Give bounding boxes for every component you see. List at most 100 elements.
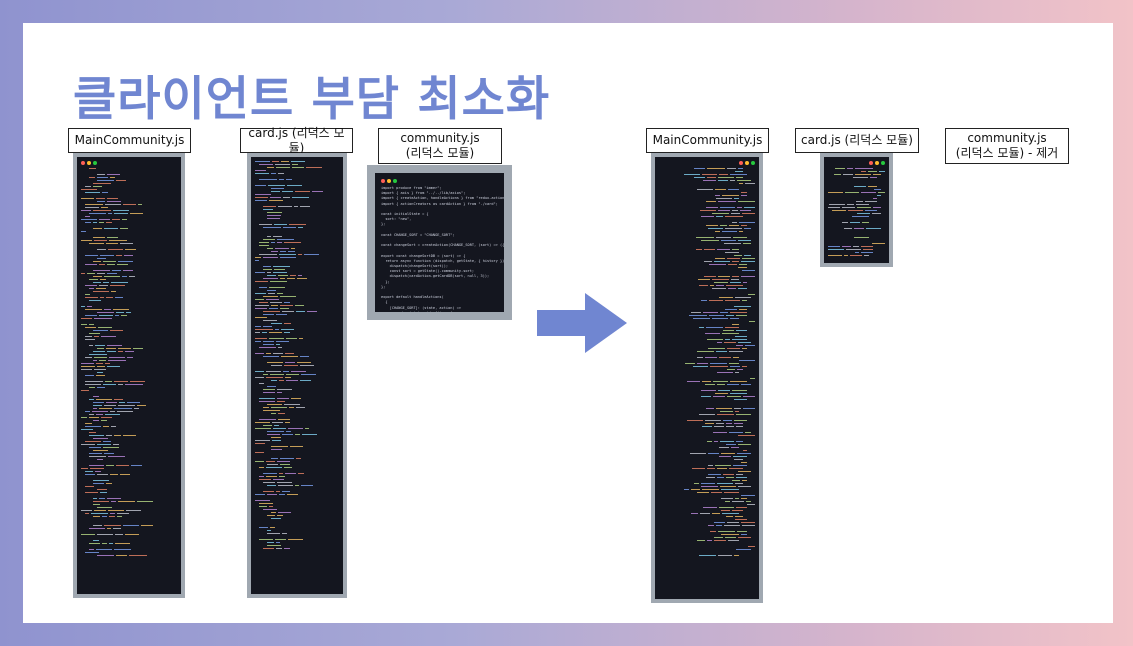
code-line [81, 543, 177, 544]
code-line [255, 509, 339, 510]
code-line [81, 552, 177, 553]
code-line [255, 230, 339, 231]
code-line [81, 438, 177, 439]
code-line [659, 312, 755, 313]
code-line [828, 180, 885, 181]
code-line [828, 252, 885, 253]
code-line [81, 252, 177, 253]
code-line [659, 171, 755, 172]
code-line [255, 353, 339, 354]
code-line [659, 234, 755, 235]
code-line [255, 497, 339, 498]
code-line [81, 243, 177, 244]
code-line [255, 341, 339, 342]
window-controls-icon [828, 161, 885, 165]
code-line [659, 492, 755, 493]
label-line: (리덕스 모듈) [405, 146, 475, 160]
code-line [81, 279, 177, 280]
code-line [659, 516, 755, 517]
code-line [255, 533, 339, 534]
code-line [255, 275, 339, 276]
code-line [81, 207, 177, 208]
code-line [81, 240, 177, 241]
code-line [659, 276, 755, 277]
code-line [659, 549, 755, 550]
code-block [655, 157, 759, 599]
code-line [255, 311, 339, 312]
code-line [659, 189, 755, 190]
code-line [659, 282, 755, 283]
code-line [255, 494, 339, 495]
code-line [255, 215, 339, 216]
code-line [659, 453, 755, 454]
code-line [81, 195, 177, 196]
code-line [659, 546, 755, 547]
code-line [659, 315, 755, 316]
code-line [81, 534, 177, 535]
code-line [255, 185, 339, 186]
code-line [81, 489, 177, 490]
code-line [659, 396, 755, 397]
code-line [659, 336, 755, 337]
code-screenshot-card-before [247, 153, 347, 598]
code-line [255, 512, 339, 513]
code-line [659, 450, 755, 451]
code-line [255, 167, 339, 168]
code-line [255, 398, 339, 399]
code-line [255, 266, 339, 267]
code-line [828, 255, 885, 256]
code-line [828, 198, 885, 199]
code-line [659, 387, 755, 388]
code-line [828, 228, 885, 229]
code-line [81, 204, 177, 205]
code-line [659, 168, 755, 169]
code-line [828, 234, 885, 235]
code-line [81, 480, 177, 481]
code-line [659, 318, 755, 319]
code-line [255, 377, 339, 378]
code-line [255, 326, 339, 327]
code-block [77, 157, 181, 594]
code-line [659, 297, 755, 298]
code-line [659, 471, 755, 472]
code-line [81, 228, 177, 229]
code-line [81, 399, 177, 400]
code-line [81, 285, 177, 286]
label-card-before: card.js (리덕스 모듈) [240, 126, 353, 155]
code-line [255, 197, 339, 198]
code-line [81, 456, 177, 457]
code-line [828, 240, 885, 241]
code-line [659, 216, 755, 217]
code-line [659, 486, 755, 487]
code-line [81, 519, 177, 520]
code-line [255, 518, 339, 519]
code-line [81, 288, 177, 289]
code-line [81, 303, 177, 304]
code-line [81, 174, 177, 175]
code-line [255, 464, 339, 465]
code-line [81, 444, 177, 445]
code-line [255, 527, 339, 528]
code-line [659, 438, 755, 439]
code-line [255, 308, 339, 309]
code-line [659, 342, 755, 343]
window-controls-icon [81, 161, 177, 165]
code-line [81, 507, 177, 508]
code-line [659, 288, 755, 289]
code-line [659, 237, 755, 238]
code-line [255, 440, 339, 441]
code-line [81, 462, 177, 463]
code-line [659, 540, 755, 541]
code-line [255, 305, 339, 306]
code-line [81, 522, 177, 523]
code-line [659, 414, 755, 415]
code-line [255, 188, 339, 189]
code-line [255, 314, 339, 315]
code-line [659, 555, 755, 556]
code-line [81, 525, 177, 526]
code-line [659, 261, 755, 262]
code-line [659, 375, 755, 376]
code-line [81, 459, 177, 460]
code-line [659, 354, 755, 355]
code-line [81, 183, 177, 184]
